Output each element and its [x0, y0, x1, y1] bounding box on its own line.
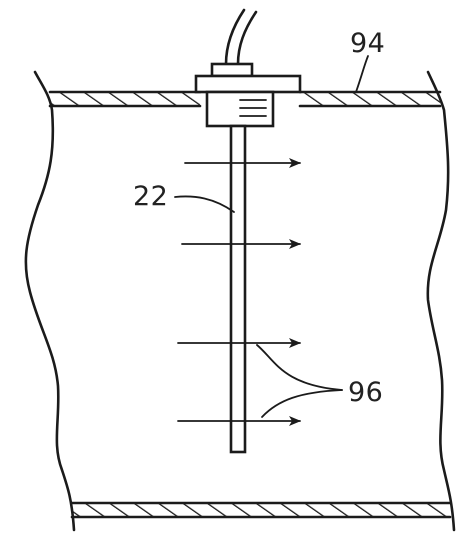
- top-pipe-wall: [48, 90, 442, 108]
- leader-line-96-upper: [256, 344, 343, 391]
- leader-line-22: [174, 195, 235, 213]
- label-94: 94: [350, 28, 385, 59]
- right-break-line: [426, 70, 456, 532]
- flow-arrows: [177, 158, 301, 426]
- left-break-line: [24, 70, 76, 532]
- leader-line-94: [355, 55, 369, 93]
- bottom-pipe-wall: [70, 501, 452, 519]
- label-96: 96: [348, 377, 383, 408]
- probe-fitting: [194, 62, 302, 128]
- cable: [224, 8, 258, 66]
- probe-rod: [229, 124, 247, 454]
- leader-line-96-lower: [261, 389, 343, 418]
- label-22: 22: [133, 181, 168, 212]
